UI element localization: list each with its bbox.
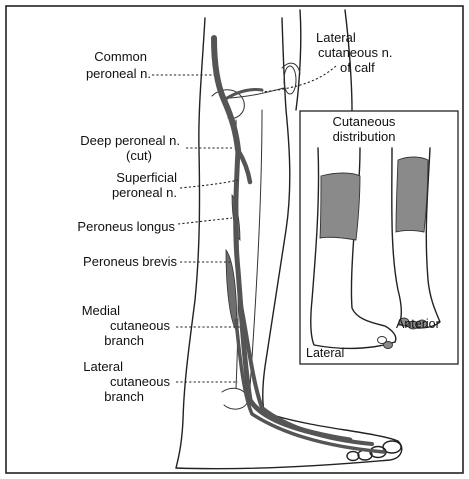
svg-text:Superficial: Superficial <box>116 170 177 185</box>
svg-text:cutaneous: cutaneous <box>110 318 170 333</box>
svg-text:Lateral: Lateral <box>316 30 356 45</box>
label-inset-title: Cutaneous distribution <box>333 114 396 144</box>
svg-text:Deep peroneal n.: Deep peroneal n. <box>80 133 180 148</box>
label-inset-lateral: Lateral <box>306 346 344 360</box>
label-medial-cutaneous-branch: Medial cutaneous branch <box>82 303 171 348</box>
label-peroneus-longus: Peroneus longus <box>77 219 175 234</box>
svg-text:of calf: of calf <box>340 60 375 75</box>
label-deep-peroneal: Deep peroneal n. (cut) <box>80 133 180 163</box>
svg-text:cutaneous: cutaneous <box>110 374 170 389</box>
label-inset-anterior: Anterior <box>396 317 440 331</box>
tibia-line <box>250 110 262 388</box>
svg-text:Lateral: Lateral <box>83 359 123 374</box>
label-lateral-cutaneous-calf: Lateral cutaneous n. of calf <box>316 30 392 75</box>
leg-outline-right <box>263 18 290 412</box>
svg-text:Medial: Medial <box>82 303 120 318</box>
patella <box>284 66 296 94</box>
svg-text:peroneal n.: peroneal n. <box>86 66 151 81</box>
label-superficial-peroneal: Superficial peroneal n. <box>112 170 177 200</box>
leg-outline-left <box>176 18 205 468</box>
inset-lateral-shading <box>320 173 360 240</box>
svg-text:Common: Common <box>94 49 147 64</box>
svg-text:branch: branch <box>104 389 144 404</box>
svg-text:(cut): (cut) <box>126 148 152 163</box>
label-peroneus-brevis: Peroneus brevis <box>83 254 177 269</box>
svg-text:branch: branch <box>104 333 144 348</box>
svg-text:cutaneous n.: cutaneous n. <box>318 45 392 60</box>
label-common-peroneal: Common peroneal n. <box>86 49 151 81</box>
label-lateral-cutaneous-branch: Lateral cutaneous branch <box>83 359 170 404</box>
svg-text:Cutaneous: Cutaneous <box>333 114 396 129</box>
inset-anterior-shading <box>396 157 428 232</box>
svg-text:distribution: distribution <box>333 129 396 144</box>
svg-text:peroneal n.: peroneal n. <box>112 185 177 200</box>
